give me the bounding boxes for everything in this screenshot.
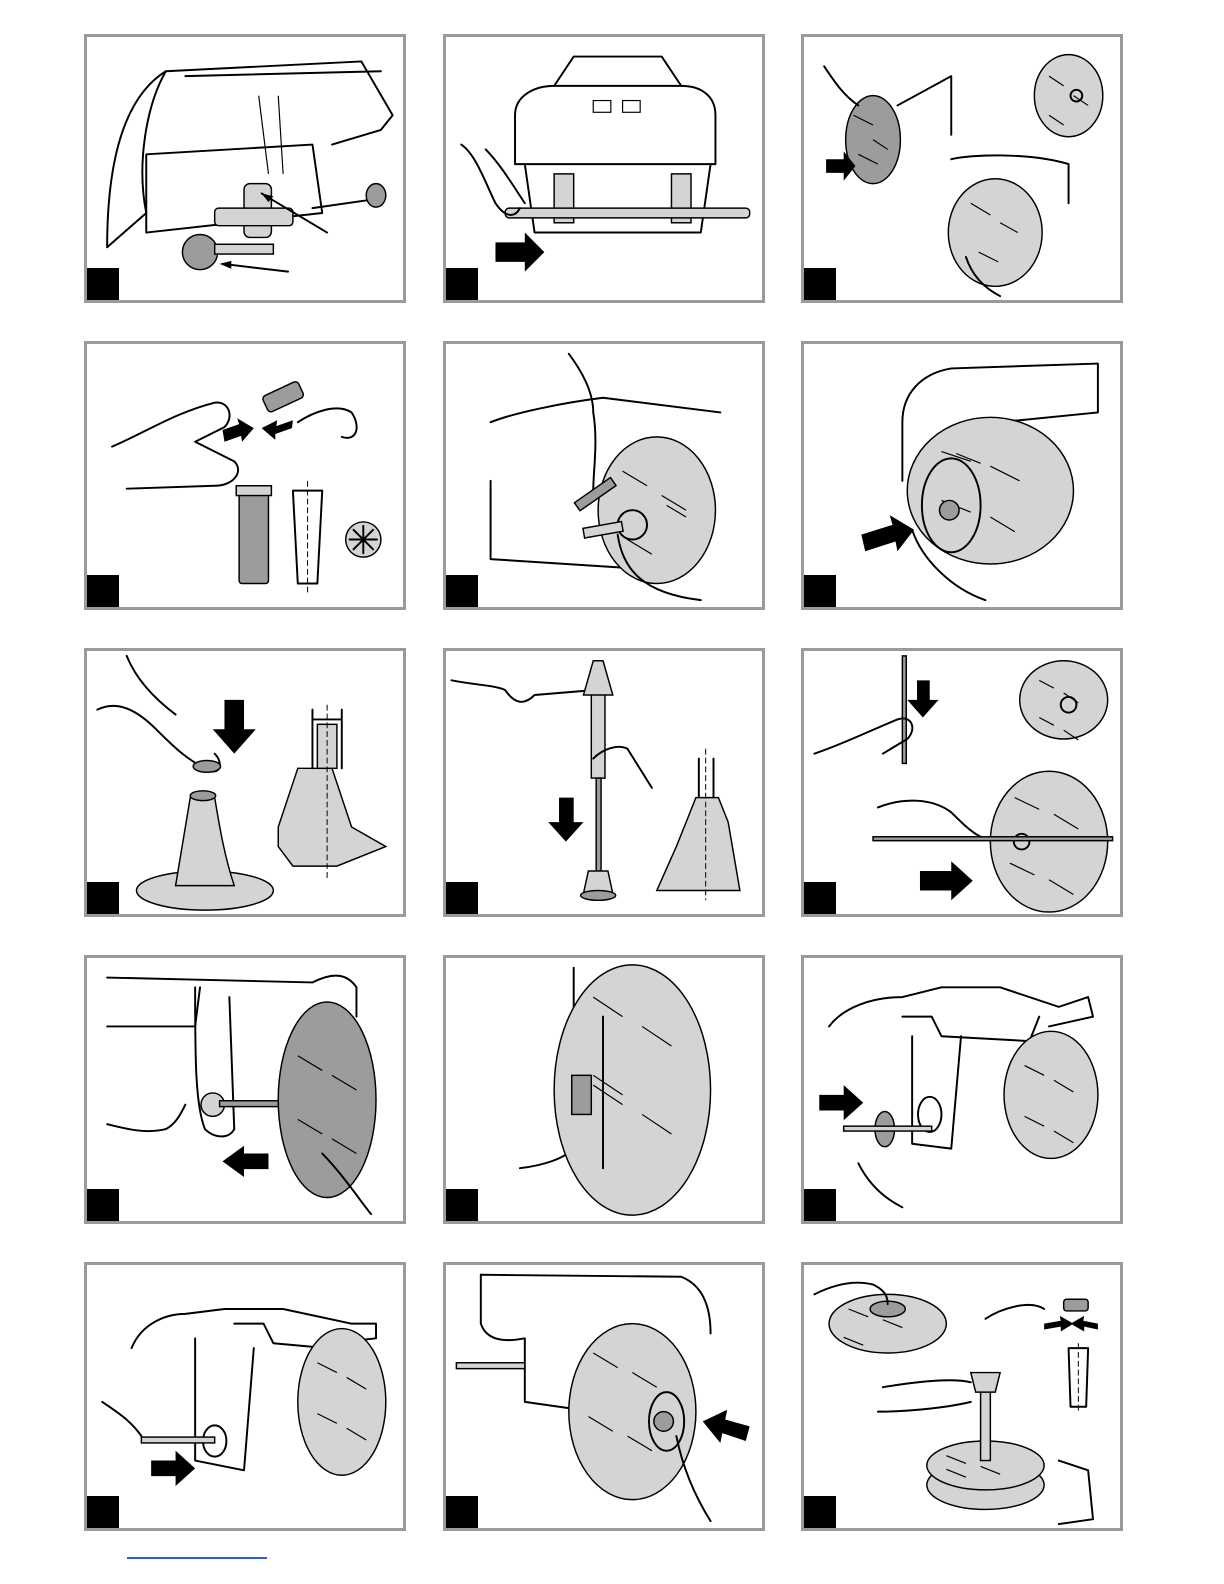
remove-wheel-illustration — [804, 37, 1120, 300]
step-number-box — [446, 880, 480, 914]
hammer-cap-on-wheel-illustration — [804, 1265, 1120, 1528]
step-number-box — [804, 1187, 838, 1221]
bushing-and-cap-illustration — [87, 344, 403, 607]
step-number-box — [804, 880, 838, 914]
step-panel-15 — [801, 1262, 1123, 1531]
step-panel-13 — [84, 1262, 406, 1531]
step-number-box — [446, 1494, 480, 1528]
step-number-box — [804, 266, 838, 300]
slide-wheel-on-vehicle-illustration — [87, 958, 403, 1221]
step-panel-10 — [84, 955, 406, 1224]
step-number-box — [446, 1187, 480, 1221]
step-panel-2 — [443, 34, 765, 303]
step-number-box — [804, 1494, 838, 1528]
footer-rule — [127, 1557, 267, 1559]
step-number-box — [87, 1494, 121, 1528]
step-panel-3 — [801, 34, 1123, 303]
step-number-box — [804, 573, 838, 607]
step-panel-11 — [443, 955, 765, 1224]
install-hubcap-illustration — [446, 1265, 762, 1528]
step-panel-6 — [801, 341, 1123, 610]
pull-out-axle-illustration — [446, 37, 762, 300]
rear-wheel-axle-cap-illustration — [87, 37, 403, 300]
insert-axle-into-vehicle-illustration — [87, 1265, 403, 1528]
step-number-box — [87, 880, 121, 914]
step-panel-8 — [443, 648, 765, 917]
step-number-box — [87, 1187, 121, 1221]
step-number-box — [446, 266, 480, 300]
push-wheel-on-axle-illustration — [804, 344, 1120, 607]
step-panel-12 — [801, 955, 1123, 1224]
insert-axle-through-wheel-illustration — [804, 651, 1120, 914]
step-number-box — [87, 573, 121, 607]
step-number-box — [87, 266, 121, 300]
insert-washer-illustration — [804, 958, 1120, 1221]
step-panel-4 — [84, 341, 406, 610]
step-panel-14 — [443, 1262, 765, 1531]
hammer-cap-illustration — [446, 651, 762, 914]
step-number-box — [446, 573, 480, 607]
step-panel-9 — [801, 648, 1123, 917]
step-panel-5 — [443, 341, 765, 610]
step-panel-7 — [84, 648, 406, 917]
pry-hubcap-illustration — [446, 344, 762, 607]
wheel-mounted-closeup-illustration — [446, 958, 762, 1221]
step-panel-1 — [84, 34, 406, 303]
place-cap-on-tool-illustration — [87, 651, 403, 914]
